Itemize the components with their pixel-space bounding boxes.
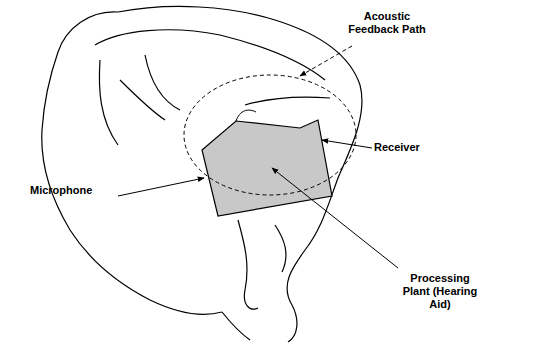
- leader-lines: [118, 46, 398, 268]
- ear-outline: [42, 6, 362, 342]
- receiver-label: Receiver: [374, 141, 444, 154]
- feedback-path: [184, 75, 356, 195]
- feedback-label: Acoustic Feedback Path: [345, 10, 429, 36]
- hearing-aid: [202, 120, 332, 216]
- hearing-aid-canal: [236, 110, 256, 121]
- plant-label: Processing Plant (Hearing Aid): [398, 272, 482, 311]
- microphone-label: Microphone: [30, 184, 116, 197]
